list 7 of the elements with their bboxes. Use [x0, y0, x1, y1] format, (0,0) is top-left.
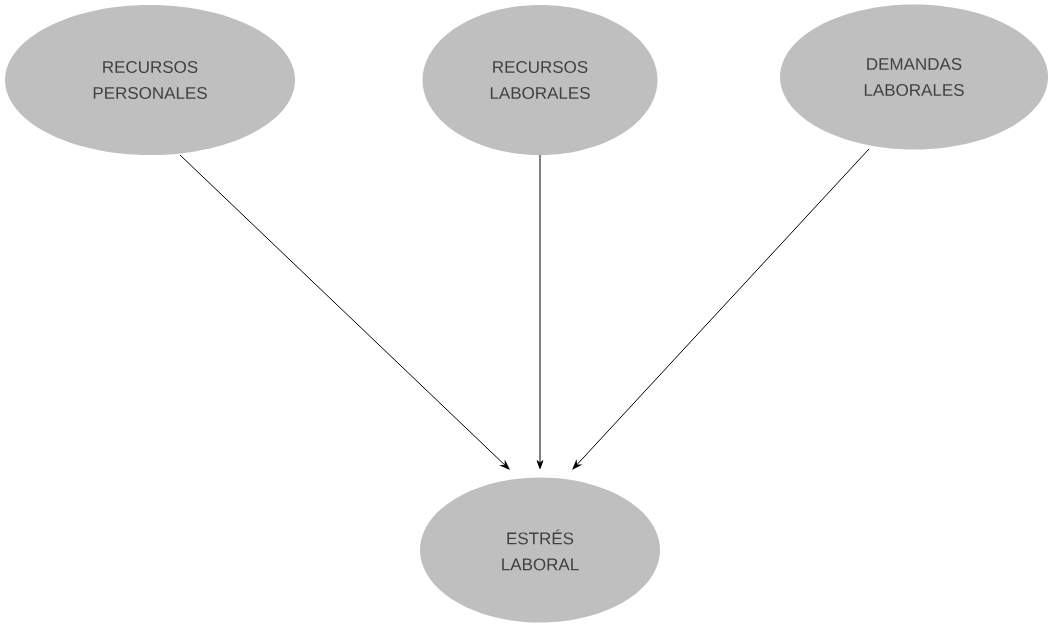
- ellipse-node: ESTRÉS LABORAL: [420, 477, 660, 623]
- ellipse-node: RECURSOS PERSONALES: [5, 5, 295, 155]
- arrow: [536, 154, 544, 470]
- ellipse-node: DEMANDAS LABORALES: [780, 4, 1048, 150]
- arrow: [572, 148, 870, 470]
- arrow: [179, 154, 510, 470]
- ellipse-node: RECURSOS LABORALES: [422, 5, 658, 155]
